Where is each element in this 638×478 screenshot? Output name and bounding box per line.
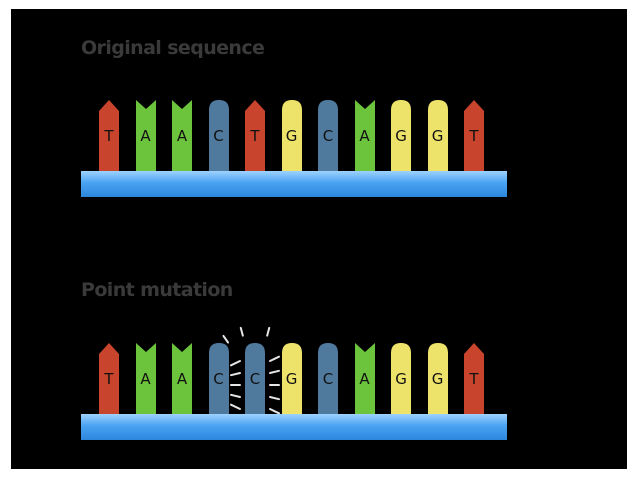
nucleotide-shape [318,100,338,182]
slide: Original sequence T A A C T G C A G G T Point muta… [11,9,627,469]
nucleotide-shape [427,100,448,182]
nucleotide-a: A [172,100,192,182]
nucleotide-g: G [391,343,411,425]
nucleotide-shape [245,343,265,425]
nucleotide-label: T [250,127,260,145]
nucleotide-label: A [140,127,151,145]
nucleotide-label: T [469,370,479,388]
dna-backbone-original [81,171,507,197]
nucleotide-shape [464,343,484,425]
nucleotide-shape [281,343,302,425]
nucleotide-t: T [464,343,484,425]
nucleotide-shape [208,343,229,425]
nucleotide-label: C [249,370,261,388]
nucleotide-a: A [135,343,156,425]
nucleotide-shape [245,100,265,182]
nucleotide-label: G [431,370,444,388]
nucleotide-label: A [140,370,151,388]
section-title-mutation: Point mutation [81,279,233,301]
nucleotide-c: C [208,100,229,182]
nucleotide-t: T [99,343,119,425]
nucleotide-c: C [318,100,338,182]
nucleotide-g: G [281,100,302,182]
nucleotide-label: C [322,127,334,145]
section-title-original: Original sequence [81,37,265,59]
nucleotide-label: C [213,370,224,388]
nucleotide-c: C [208,343,229,425]
nucleotide-label: G [285,370,298,388]
mutation-highlight-icon [222,326,280,415]
nucleotide-label: C [322,370,334,388]
nucleotide-shape [281,100,302,182]
nucleotide-shape [427,343,448,425]
nucleotide-g: G [427,100,448,182]
nucleotide-a: A [354,343,375,425]
nucleotide-shape [354,100,375,182]
nucleotide-label: A [359,127,370,145]
nucleotide-c: C [318,343,338,425]
nucleotide-t: T [464,100,484,182]
nucleotide-shape [391,343,411,425]
nucleotide-label: A [359,370,370,388]
nucleotide-shape [318,343,338,425]
nucleotide-label: C [213,127,224,145]
nucleotide-shape [99,100,119,182]
nucleotide-g: G [281,343,302,425]
nucleotide-a: A [135,100,156,182]
nucleotide-shape [99,343,119,425]
dna-backbone-mutation [81,414,507,440]
nucleotide-label: A [176,127,188,145]
nucleotide-a: A [172,343,192,425]
nucleotide-label: G [395,127,407,145]
nucleotide-label: T [104,127,114,145]
nucleotide-shape [172,343,192,425]
nucleotide-label: T [104,370,114,388]
nucleotide-shape [172,100,192,182]
nucleotide-shape [135,100,156,182]
nucleotide-shape [464,100,484,182]
nucleotide-g: G [391,100,411,182]
nucleotide-c: C [245,343,265,425]
nucleotide-label: G [285,127,298,145]
nucleotide-label: A [176,370,188,388]
nucleotide-shape [208,100,229,182]
nucleotide-g: G [427,343,448,425]
nucleotide-shape [391,100,411,182]
nucleotide-shape [354,343,375,425]
nucleotide-a: A [354,100,375,182]
nucleotide-t: T [245,100,265,182]
nucleotide-label: T [469,127,479,145]
nucleotide-shape [135,343,156,425]
nucleotide-label: G [431,127,444,145]
nucleotide-t: T [99,100,119,182]
nucleotide-label: G [395,370,407,388]
